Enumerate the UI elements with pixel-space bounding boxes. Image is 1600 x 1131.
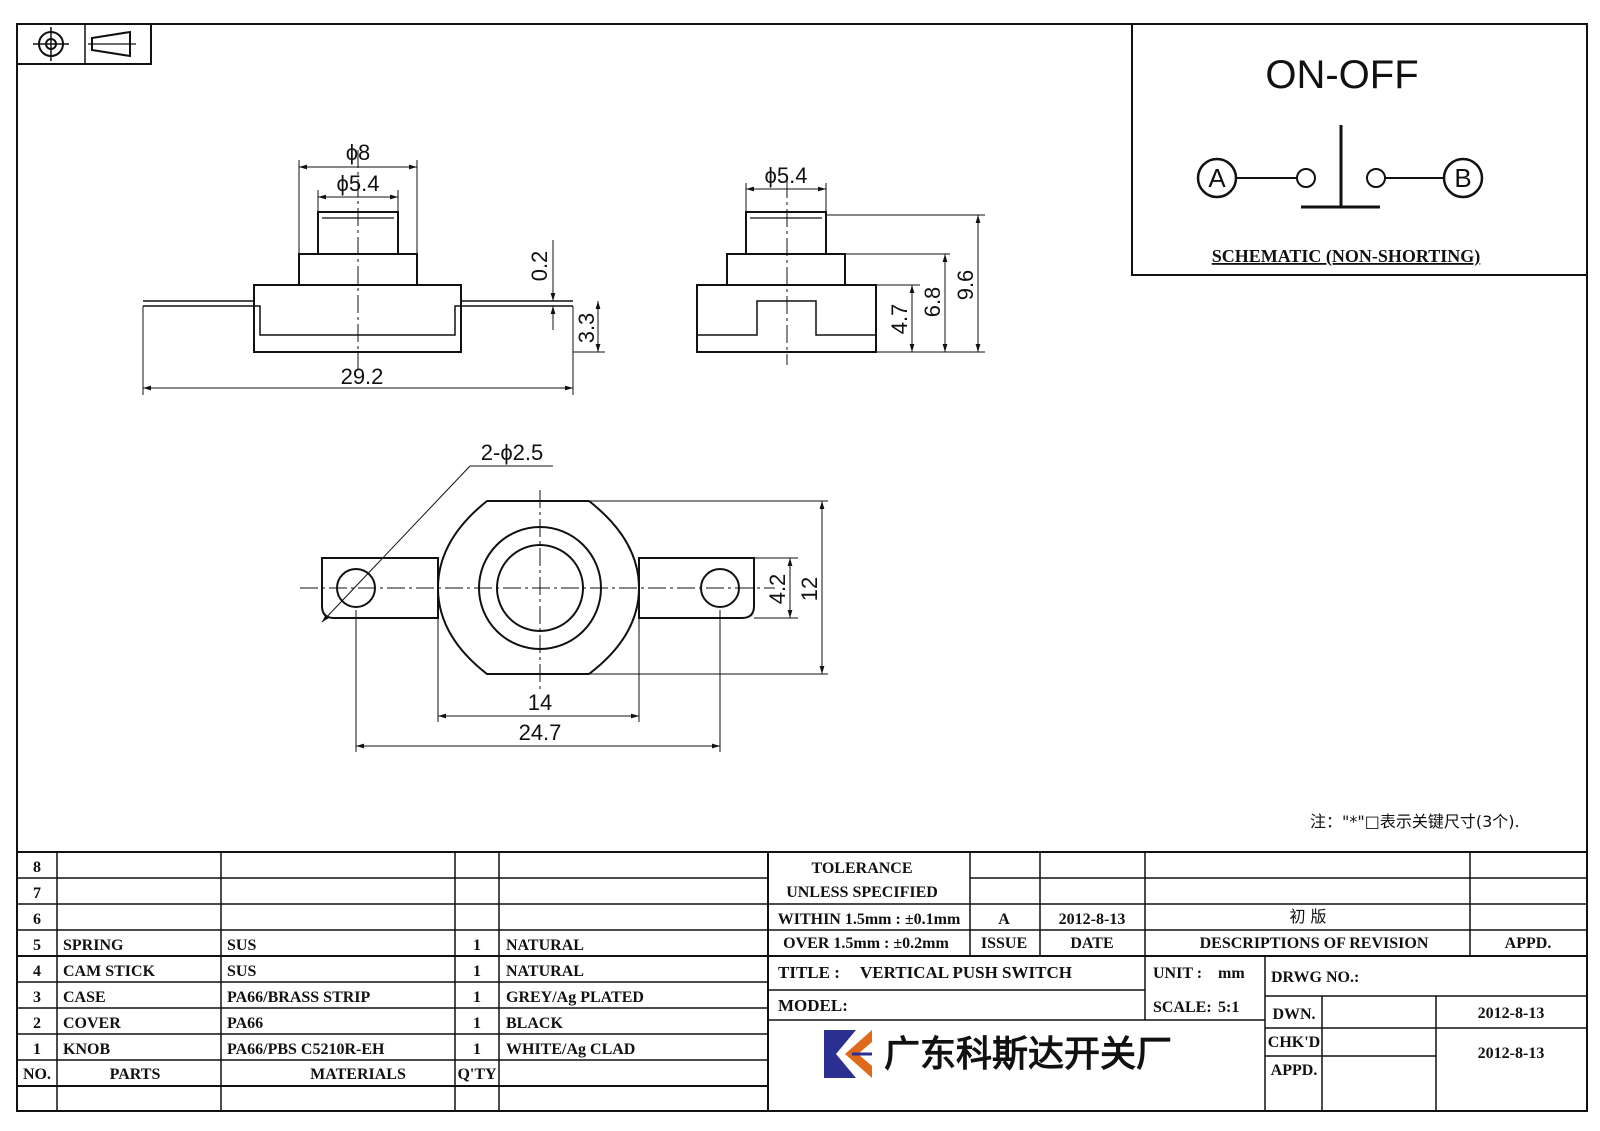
scale-label: SCALE:: [1153, 999, 1212, 1016]
bom-qty: 1: [473, 989, 481, 1006]
bom-no: 8: [33, 859, 41, 876]
bom-finish: GREY/Ag PLATED: [506, 989, 644, 1006]
bom-no: 7: [33, 885, 41, 902]
dim-side-47: 4.7: [887, 304, 912, 335]
dim-front-phi54: ϕ5.4: [337, 171, 380, 196]
date-label: DATE: [1070, 935, 1113, 952]
dim-top-247: 24.7: [519, 720, 562, 745]
table-row: 3 CASE PA66/BRASS STRIP 1 GREY/Ag PLATED: [33, 989, 644, 1006]
dwn-label: DWN.: [1272, 1006, 1315, 1023]
drwg-no-label: DRWG NO.:: [1271, 969, 1359, 986]
drawing-title: VERTICAL PUSH SWITCH: [860, 963, 1072, 982]
table-row: 1 KNOB PA66/PBS C5210R-EH 1 WHITE/Ag CLA…: [33, 1041, 635, 1058]
bom-qty: 1: [473, 1015, 481, 1032]
bom-material: PA66/PBS C5210R-EH: [227, 1041, 385, 1058]
dim-side-96: 9.6: [953, 270, 978, 301]
tolerance-line3: WITHIN 1.5mm : ±0.1mm: [778, 911, 961, 928]
schematic-caption: SCHEMATIC (NON-SHORTING): [1212, 246, 1481, 267]
dim-top-42: 4.2: [765, 574, 790, 605]
revision-description: 初 版: [1289, 907, 1326, 926]
dim-top-hole: 2-ϕ2.5: [481, 440, 543, 465]
bom-part: CASE: [63, 989, 106, 1006]
bom-material: SUS: [227, 937, 256, 954]
critical-dimension-note: 注："*"□表示关键尺寸(3个).: [1310, 812, 1520, 831]
bom-no: 5: [33, 937, 41, 954]
schematic-title: ON-OFF: [1265, 53, 1418, 97]
dim-front-292: 29.2: [341, 364, 384, 389]
tolerance-line1: TOLERANCE: [811, 860, 912, 877]
title-label: TITLE :: [778, 963, 840, 982]
revision-issue: A: [998, 911, 1010, 928]
dim-side-phi54: ϕ5.4: [765, 163, 808, 188]
bom-header-parts: PARTS: [110, 1066, 161, 1083]
tolerance-line2: UNLESS SPECIFIED: [786, 884, 938, 901]
bom-material: PA66/BRASS STRIP: [227, 989, 371, 1006]
bom-no: 4: [33, 963, 41, 980]
bom-part: COVER: [63, 1015, 121, 1032]
table-row: 8: [33, 859, 41, 876]
revision-desc-label: DESCRIPTIONS OF REVISION: [1200, 935, 1429, 952]
bom-part: KNOB: [63, 1041, 110, 1058]
bom-material: SUS: [227, 963, 256, 980]
table-row: 7: [33, 885, 41, 902]
issue-label: ISSUE: [981, 935, 1027, 952]
bom-finish: NATURAL: [506, 937, 584, 954]
table-row: 6: [33, 911, 41, 928]
bom-part: CAM STICK: [63, 963, 156, 980]
bom-no: 1: [33, 1041, 41, 1058]
tolerance-line4: OVER 1.5mm : ±0.2mm: [783, 935, 949, 952]
dim-front-33: 3.3: [574, 313, 599, 344]
sheet-border: [16, 23, 1588, 1112]
bom-header-materials: MATERIALS: [310, 1066, 406, 1083]
dim-top-14: 14: [528, 690, 552, 715]
bom-material: PA66: [227, 1015, 263, 1032]
company-name: 广东科斯达开关厂: [884, 1034, 1172, 1075]
chk-date: 2012-8-13: [1478, 1045, 1545, 1062]
bom-finish: NATURAL: [506, 963, 584, 980]
bom-part: SPRING: [63, 937, 124, 954]
bom-header-qty: Q'TY: [457, 1066, 497, 1083]
table-row: 2 COVER PA66 1 BLACK: [33, 1015, 563, 1032]
projection-symbol-icon: [16, 23, 152, 65]
top-view: [300, 465, 828, 752]
dim-top-12: 12: [797, 577, 822, 601]
bom-finish: BLACK: [506, 1015, 563, 1032]
bom-header-no: NO.: [23, 1066, 51, 1083]
terminal-a-label: A: [1208, 163, 1226, 193]
unit-value: mm: [1218, 965, 1245, 982]
bom-no: 6: [33, 911, 41, 928]
bom-finish: WHITE/Ag CLAD: [506, 1041, 635, 1058]
side-view: [696, 180, 985, 365]
unit-label: UNIT :: [1153, 965, 1202, 982]
scale-value: 5:1: [1218, 999, 1239, 1016]
appd-label: APPD.: [1271, 1062, 1318, 1079]
dim-front-phi8: ϕ8: [346, 140, 371, 165]
bom-no: 2: [33, 1015, 41, 1032]
bom-table: 8 7 6 5 SPRING SUS 1 NATURAL 4 CAM STICK…: [33, 859, 644, 1058]
chk-label: CHK'D: [1268, 1034, 1320, 1051]
model-label: MODEL:: [778, 996, 848, 1015]
front-view: [142, 150, 605, 395]
table-row: 5 SPRING SUS 1 NATURAL: [33, 937, 584, 954]
revision-appd-label: APPD.: [1505, 935, 1552, 952]
dwn-date: 2012-8-13: [1478, 1005, 1545, 1022]
company-logo-icon: [822, 1027, 874, 1079]
title-block-grid: [17, 851, 1587, 1111]
dim-side-68: 6.8: [920, 287, 945, 318]
terminal-b-label: B: [1454, 163, 1471, 193]
bom-qty: 1: [473, 963, 481, 980]
revision-date: 2012-8-13: [1059, 911, 1126, 928]
table-row: 4 CAM STICK SUS 1 NATURAL: [33, 963, 584, 980]
dim-front-02: 0.2: [527, 251, 552, 282]
schematic-panel: ON-OFF A B SCHEMATIC (NON-SHORTING): [1131, 23, 1588, 276]
bom-qty: 1: [473, 937, 481, 954]
bom-qty: 1: [473, 1041, 481, 1058]
bom-no: 3: [33, 989, 41, 1006]
